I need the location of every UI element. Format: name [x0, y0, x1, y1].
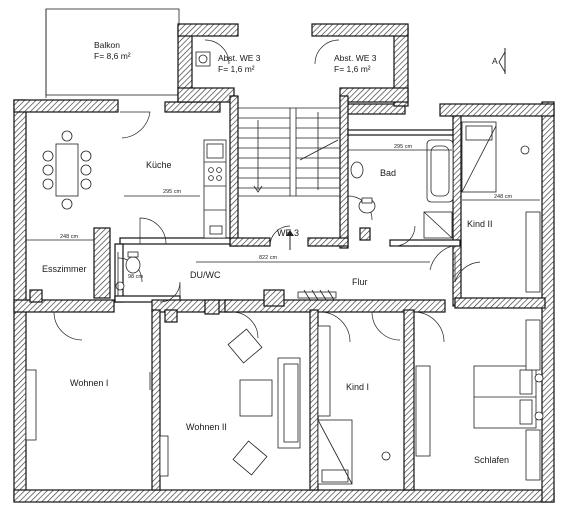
outer-walls — [13, 23, 555, 503]
esszimmer-label: Esszimmer — [42, 264, 87, 274]
wohnen1-label: Wohnen I — [70, 378, 108, 388]
kind1-label: Kind I — [346, 382, 369, 392]
bad-label: Bad — [380, 168, 396, 178]
balkon-area: F= 8,6 m² — [94, 51, 131, 61]
internal-walls — [13, 95, 546, 491]
staircase — [238, 107, 340, 197]
kind2-furniture — [461, 121, 541, 293]
duwc-label: DU/WC — [190, 270, 221, 280]
kind1-furniture — [317, 325, 391, 485]
section-marker-label: A — [492, 56, 498, 66]
esszimmer-dimension: 248 cm — [60, 234, 78, 240]
entry-arrow-icon — [286, 230, 294, 250]
schlafen-label: Schlafen — [474, 455, 509, 465]
kind2-label: Kind II — [467, 219, 493, 229]
wohnen2-label: Wohnen II — [186, 422, 227, 432]
abst-left-area: F= 1,6 m² — [218, 64, 255, 74]
bathroom-fixtures — [115, 139, 454, 291]
balkon-label: Balkon — [94, 40, 120, 50]
kind2-dimension: 248 cm — [494, 194, 512, 200]
we3-label: WE 3 — [277, 228, 299, 238]
abst-right-area: F= 1,6 m² — [334, 64, 371, 74]
flur-dimension: 822 cm — [259, 255, 277, 261]
window-marks — [297, 289, 337, 301]
living-furniture — [25, 328, 301, 477]
kueche-label: Küche — [146, 160, 172, 170]
abst-right-label: Abst. WE 3 — [334, 53, 377, 63]
section-marker-icon: A — [492, 48, 506, 74]
kitchen-furniture — [42, 130, 227, 239]
doors — [53, 39, 481, 343]
dimension-lines — [26, 149, 540, 296]
flur-label: Flur — [352, 277, 368, 287]
bad-dimension: 295 cm — [394, 144, 412, 150]
kueche-dimension: 295 cm — [163, 189, 181, 195]
schlafen-furniture — [415, 319, 544, 481]
duwc-dimension: 98 cm — [128, 274, 143, 280]
meter-icon — [195, 51, 211, 67]
abst-left-label: Abst. WE 3 — [218, 53, 261, 63]
